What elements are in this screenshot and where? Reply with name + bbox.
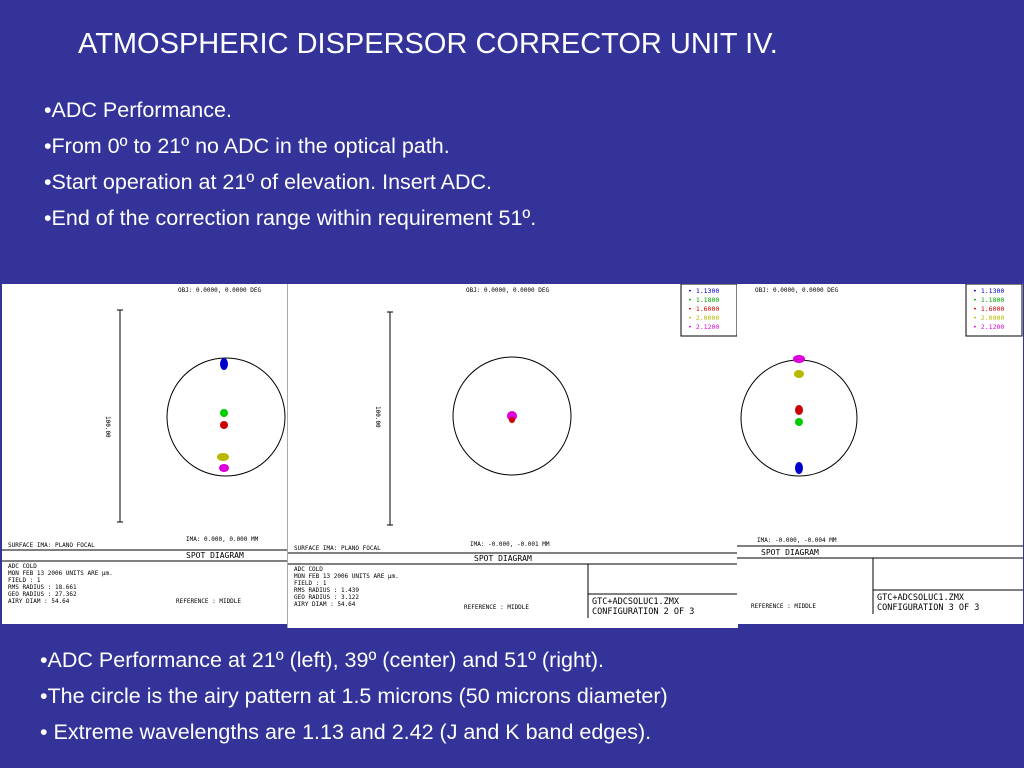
bullet-item: •From 0º to 21º no ADC in the optical pa… (44, 134, 450, 158)
spot-magenta (219, 464, 229, 472)
spot-green (220, 409, 228, 417)
spot-diagram-center: OBJ: 0.0000, 0.0000 DEG • 1.1300 • 1.180… (287, 284, 738, 628)
ima-label: IMA: -0.000, -0.004 MM (757, 537, 837, 544)
surface-label: SURFACE IMA: PLANO FOCAL (8, 542, 95, 549)
legend-item: • 1.1800 (688, 296, 719, 304)
spot-blue (795, 462, 803, 474)
bullet-item: •End of the correction range within requ… (44, 206, 537, 230)
info-line: GEO RADIUS : 27.362 (8, 591, 77, 598)
ima-label: IMA: -0.000, -0.001 MM (470, 541, 550, 548)
spot-yellow (217, 453, 229, 461)
bullet-item: •ADC Performance at 21º (left), 39º (cen… (40, 648, 605, 672)
legend-item: • 2.1200 (973, 323, 1004, 331)
bullet-item: •ADC Performance. (44, 98, 232, 122)
slide-title: ATMOSPHERIC DISPERSOR CORRECTOR UNIT IV. (78, 28, 778, 60)
info-line: AIRY DIAM : 54.64 (294, 601, 356, 608)
surface-label: SURFACE IMA: PLANO FOCAL (294, 545, 381, 552)
zemax-file-label: GTC+ADCSOLUC1.ZMX (877, 593, 965, 603)
airy-circle (452, 356, 572, 476)
spot-magenta (793, 355, 805, 363)
spot-red (509, 417, 515, 423)
bullet-item: •Start operation at 21º of elevation. In… (44, 170, 493, 194)
legend-item: • 2.0000 (688, 314, 719, 322)
spot-diagram-left: OBJ: 0.0000, 0.0000 DEG 100.00 IMA: 0.00… (2, 284, 288, 624)
ima-label: IMA: 0.000, 0.000 MM (186, 536, 259, 543)
info-line: FIELD : 1 (8, 577, 41, 584)
reference-label: REFERENCE : MIDDLE (464, 604, 529, 611)
info-line: ADC COLD (294, 566, 323, 573)
bottom-bullet-list: •ADC Performance at 21º (left), 39º (cen… (40, 642, 668, 750)
info-line: ADC COLD (8, 563, 37, 570)
airy-circle (166, 357, 286, 477)
scale-bar-label: 100.00 (374, 406, 381, 428)
spot-diagram-label: SPOT DIAGRAM (761, 548, 819, 557)
spot-green (795, 418, 803, 426)
legend-item: • 1.6000 (688, 305, 719, 313)
info-line: RMS RADIUS : 18.661 (8, 584, 77, 591)
obj-label: OBJ: 0.0000, 0.0000 DEG (178, 287, 261, 294)
spot-red (795, 405, 803, 415)
spot-diagram-right: OBJ: 0.0000, 0.0000 DEG • 1.1300 • 1.180… (737, 284, 1023, 624)
legend-item: • 2.1200 (688, 323, 719, 331)
info-line: FIELD : 1 (294, 580, 327, 587)
legend-item: • 1.6000 (973, 305, 1004, 313)
scale-bar-label: 100.00 (104, 416, 111, 438)
bullet-item: • Extreme wavelengths are 1.13 and 2.42 … (40, 720, 652, 744)
legend-item: • 1.1300 (973, 287, 1004, 295)
spot-red (220, 421, 228, 429)
info-line: GEO RADIUS : 3.122 (294, 594, 359, 601)
legend-item: • 1.1800 (973, 296, 1004, 304)
reference-label: REFERENCE : MIDDLE (176, 598, 241, 605)
wavelength-legend (680, 284, 738, 337)
zemax-file-label: GTC+ADCSOLUC1.ZMX (592, 597, 680, 607)
legend-item: • 1.1300 (688, 287, 719, 295)
configuration-label: CONFIGURATION 2 OF 3 (592, 607, 694, 617)
obj-label: OBJ: 0.0000, 0.0000 DEG (466, 287, 549, 294)
info-line: MON FEB 13 2006 UNITS ARE µm. (8, 570, 113, 577)
spot-yellow (794, 370, 804, 378)
spot-blue (220, 358, 228, 370)
info-line: MON FEB 13 2006 UNITS ARE µm. (294, 573, 399, 580)
top-bullet-list: •ADC Performance. •From 0º to 21º no ADC… (44, 92, 536, 236)
spot-diagram-label: SPOT DIAGRAM (186, 551, 244, 560)
obj-label: OBJ: 0.0000, 0.0000 DEG (755, 287, 838, 294)
info-line: RMS RADIUS : 1.439 (294, 587, 359, 594)
bullet-item: •The circle is the airy pattern at 1.5 m… (40, 684, 668, 708)
legend-item: • 2.0000 (973, 314, 1004, 322)
wavelength-legend (965, 284, 1023, 337)
reference-label: REFERENCE : MIDDLE (751, 603, 816, 610)
spot-diagram-label: SPOT DIAGRAM (474, 554, 532, 563)
info-line: AIRY DIAM : 54.64 (8, 598, 70, 605)
configuration-label: CONFIGURATION 3 OF 3 (877, 603, 979, 613)
